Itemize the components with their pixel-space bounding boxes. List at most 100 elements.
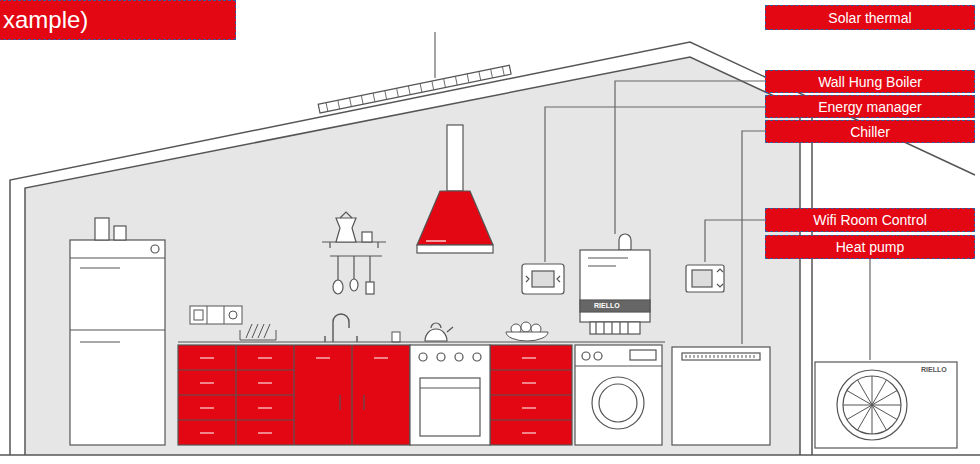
cooker-hood-part bbox=[417, 245, 493, 253]
solar-panel bbox=[318, 65, 511, 113]
label-text: Chiller bbox=[850, 124, 890, 140]
energy-manager-part bbox=[532, 271, 554, 287]
label-box: Solar thermal bbox=[765, 5, 975, 30]
wall-hung-boiler-part bbox=[596, 322, 628, 334]
solar-panel-part-part bbox=[502, 67, 504, 76]
oven-part bbox=[420, 387, 480, 388]
wall-hung-boiler bbox=[580, 234, 650, 334]
kettle-part bbox=[447, 327, 453, 332]
solar-panel-part-part bbox=[373, 93, 375, 102]
fridge-part bbox=[114, 226, 126, 240]
chiller-unit-part-part bbox=[702, 355, 703, 358]
house-shell-part bbox=[25, 57, 800, 455]
wall-hung-boiler-part bbox=[619, 234, 631, 250]
moka-shelf-part bbox=[333, 280, 343, 294]
leader-lines-part bbox=[545, 107, 765, 262]
oven-part bbox=[419, 353, 427, 361]
chiller-unit-part-part bbox=[754, 355, 755, 358]
oven-part bbox=[437, 353, 445, 361]
fruit-bowl-part bbox=[521, 322, 531, 332]
energy-manager-part bbox=[522, 264, 564, 294]
heat-pump-part-part bbox=[872, 405, 873, 434]
wall-switches-part bbox=[229, 311, 237, 319]
chiller-unit-part-part bbox=[734, 355, 735, 358]
solar-panel-part-part bbox=[338, 100, 340, 109]
heat-pump-part bbox=[837, 370, 907, 440]
chiller-unit-part-part bbox=[742, 355, 743, 358]
heat-pump-part-part bbox=[872, 405, 887, 430]
solar-panel-part bbox=[318, 65, 511, 113]
solar-panel-part-part bbox=[491, 69, 493, 78]
lower-cabinets-part bbox=[340, 395, 364, 410]
dish-rack-part bbox=[246, 324, 270, 338]
fruit-bowl-part bbox=[506, 332, 548, 341]
moka-shelf-part bbox=[338, 256, 370, 282]
oven-part bbox=[420, 378, 480, 436]
chiller-unit-part-part bbox=[746, 355, 747, 358]
oven bbox=[410, 345, 490, 445]
lower-cabinets-part bbox=[178, 341, 665, 342]
chiller-unit-part-part bbox=[710, 355, 711, 358]
wall-switches-part bbox=[207, 306, 224, 324]
fridge-part bbox=[95, 218, 109, 240]
brand-label: RIELLO bbox=[921, 366, 947, 374]
oven-part bbox=[473, 353, 481, 361]
washing-machine bbox=[575, 345, 662, 445]
cups-part bbox=[392, 332, 400, 342]
heat-pump-part-part bbox=[872, 405, 901, 406]
solar-panel-part-part bbox=[385, 91, 387, 100]
wall-hung-boiler-part bbox=[580, 300, 650, 312]
chiller-unit-part-part bbox=[750, 355, 751, 358]
solar-panel-part-part bbox=[455, 76, 457, 85]
cups bbox=[392, 332, 400, 342]
label-text: Wifi Room Control bbox=[813, 212, 927, 228]
sink-tap-part bbox=[333, 314, 349, 342]
solar-panel-part-part bbox=[467, 74, 469, 83]
solar-panel-part-part bbox=[326, 103, 328, 112]
energy-manager-part bbox=[526, 276, 560, 282]
chiller-unit bbox=[672, 347, 770, 445]
fridge-part bbox=[70, 258, 165, 342]
label-box: Heat pump bbox=[765, 235, 975, 259]
chiller-unit-part-part bbox=[690, 355, 691, 358]
chiller-unit-part bbox=[682, 353, 760, 360]
washing-machine-part bbox=[630, 350, 656, 360]
solar-panel-part-part bbox=[397, 88, 399, 97]
heat-pump bbox=[815, 362, 957, 448]
wifi-thermostat bbox=[686, 265, 724, 292]
heat-pump-part-part bbox=[858, 380, 873, 405]
solar-panel-part-part bbox=[420, 83, 422, 92]
house-shell-part bbox=[25, 57, 800, 455]
solar-panel-part-part bbox=[432, 81, 434, 90]
dish-rack-part bbox=[240, 330, 276, 340]
chiller-unit-part-part bbox=[738, 355, 739, 358]
cooker-hood-part bbox=[426, 240, 446, 241]
lower-cabinets bbox=[178, 342, 665, 445]
fridge bbox=[70, 218, 165, 445]
heat-pump-part bbox=[843, 376, 901, 434]
moka-shelf-part bbox=[362, 232, 372, 242]
wall-switches-part bbox=[194, 310, 203, 320]
leader-lines-part bbox=[742, 131, 765, 344]
washing-machine-part bbox=[599, 384, 637, 422]
heat-pump-part bbox=[815, 362, 957, 448]
house-shell-part bbox=[0, 454, 980, 456]
moka-shelf-part bbox=[340, 212, 352, 218]
cooker-hood-part bbox=[447, 125, 463, 191]
heat-pump-part-part bbox=[847, 405, 872, 420]
wall-hung-boiler-part bbox=[580, 250, 650, 322]
fridge-part bbox=[70, 240, 165, 445]
washing-machine-part bbox=[582, 352, 590, 360]
solar-panel-part-part bbox=[444, 79, 446, 88]
solar-panel-part-part bbox=[361, 95, 363, 104]
washing-machine-part bbox=[575, 365, 662, 366]
label-box: Energy manager bbox=[765, 95, 975, 118]
moka-shelf-part bbox=[336, 218, 356, 242]
kettle bbox=[425, 323, 453, 341]
moka-shelf-part bbox=[350, 279, 358, 291]
leader-lines-part bbox=[869, 259, 870, 360]
wall-switches-part bbox=[190, 306, 242, 324]
label-text: Wall Hung Boiler bbox=[818, 74, 922, 90]
washing-machine-part bbox=[575, 345, 662, 445]
chiller-unit-part-part bbox=[706, 355, 707, 358]
